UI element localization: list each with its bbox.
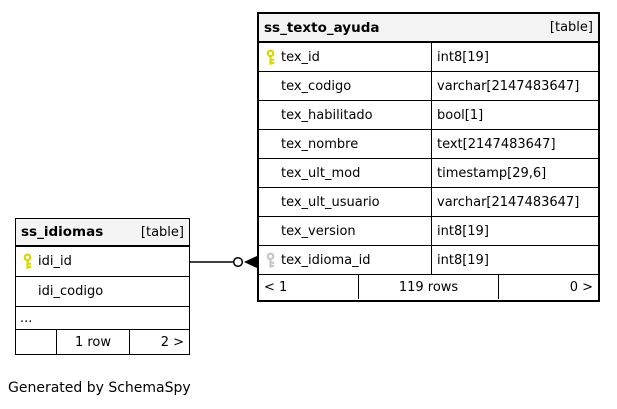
table-row: idi_codigo	[16, 277, 189, 307]
column-name: tex_ult_usuario	[281, 194, 380, 210]
table-node-ss-texto-ayuda: ss_texto_ayuda [table] tex_id int8[19] t…	[257, 12, 600, 302]
table-footer: < 1 119 rows 0 >	[259, 275, 598, 299]
column-name: tex_codigo	[281, 78, 352, 94]
column-type: int8[19]	[437, 49, 489, 65]
key-spacer	[20, 283, 34, 300]
column-name: tex_habilitado	[281, 107, 373, 123]
table-row: tex_nombre text[2147483647]	[259, 130, 598, 159]
generated-by-note: Generated by SchemaSpy	[8, 380, 191, 396]
table-footer: 1 row 2 >	[16, 330, 189, 354]
table-type-badge: [table]	[140, 224, 184, 240]
column-type: timestamp[29,6]	[437, 165, 547, 181]
table-header: ss_idiomas [table]	[16, 219, 189, 247]
key-spacer	[263, 194, 277, 211]
fk-relationship-connector	[190, 256, 257, 268]
table-row: tex_ult_mod timestamp[29,6]	[259, 159, 598, 188]
hidden-columns-ellipsis: ...	[16, 307, 189, 330]
table-type-badge: [table]	[549, 20, 593, 35]
column-type: varchar[2147483647]	[437, 194, 580, 210]
column-type: int8[19]	[437, 252, 489, 268]
column-type: int8[19]	[437, 223, 489, 239]
column-name: idi_id	[38, 254, 72, 269]
cardinality-circle-icon	[232, 256, 244, 268]
table-row: tex_idioma_id int8[19]	[259, 246, 598, 275]
footer-prev-count	[16, 330, 57, 354]
footer-row-count: 1 row	[57, 330, 130, 354]
ellipsis-label: ...	[20, 310, 33, 326]
foreign-key-icon	[263, 252, 277, 269]
column-type: varchar[2147483647]	[437, 78, 580, 94]
column-name: tex_version	[281, 223, 356, 239]
column-name: idi_codigo	[38, 284, 104, 299]
key-spacer	[263, 78, 277, 95]
key-spacer	[263, 107, 277, 124]
footer-prev-count: < 1	[259, 275, 359, 299]
column-name: tex_nombre	[281, 136, 359, 152]
table-row: idi_id	[16, 247, 189, 277]
table-row: tex_codigo varchar[2147483647]	[259, 72, 598, 101]
primary-key-icon	[263, 49, 277, 66]
key-spacer	[263, 165, 277, 182]
primary-key-icon	[20, 253, 34, 270]
key-spacer	[263, 136, 277, 153]
column-name: tex_idioma_id	[281, 252, 371, 268]
footer-row-count: 119 rows	[359, 275, 499, 299]
column-type: text[2147483647]	[437, 136, 556, 152]
column-type: bool[1]	[437, 107, 484, 123]
footer-next-count: 2 >	[160, 334, 184, 350]
column-name: tex_ult_mod	[281, 165, 361, 181]
table-node-ss-idiomas: ss_idiomas [table] idi_id idi_codigo ...…	[15, 218, 190, 355]
table-name[interactable]: ss_texto_ayuda	[264, 19, 380, 36]
crows-foot-arrow-icon	[244, 256, 257, 268]
table-name[interactable]: ss_idiomas	[21, 224, 104, 240]
key-spacer	[263, 223, 277, 240]
table-row: tex_id int8[19]	[259, 43, 598, 72]
table-row: tex_ult_usuario varchar[2147483647]	[259, 188, 598, 217]
table-row: tex_habilitado bool[1]	[259, 101, 598, 130]
table-row: tex_version int8[19]	[259, 217, 598, 246]
table-header: ss_texto_ayuda [table]	[259, 14, 598, 43]
footer-next-count: 0 >	[569, 279, 593, 295]
column-name: tex_id	[281, 49, 320, 65]
